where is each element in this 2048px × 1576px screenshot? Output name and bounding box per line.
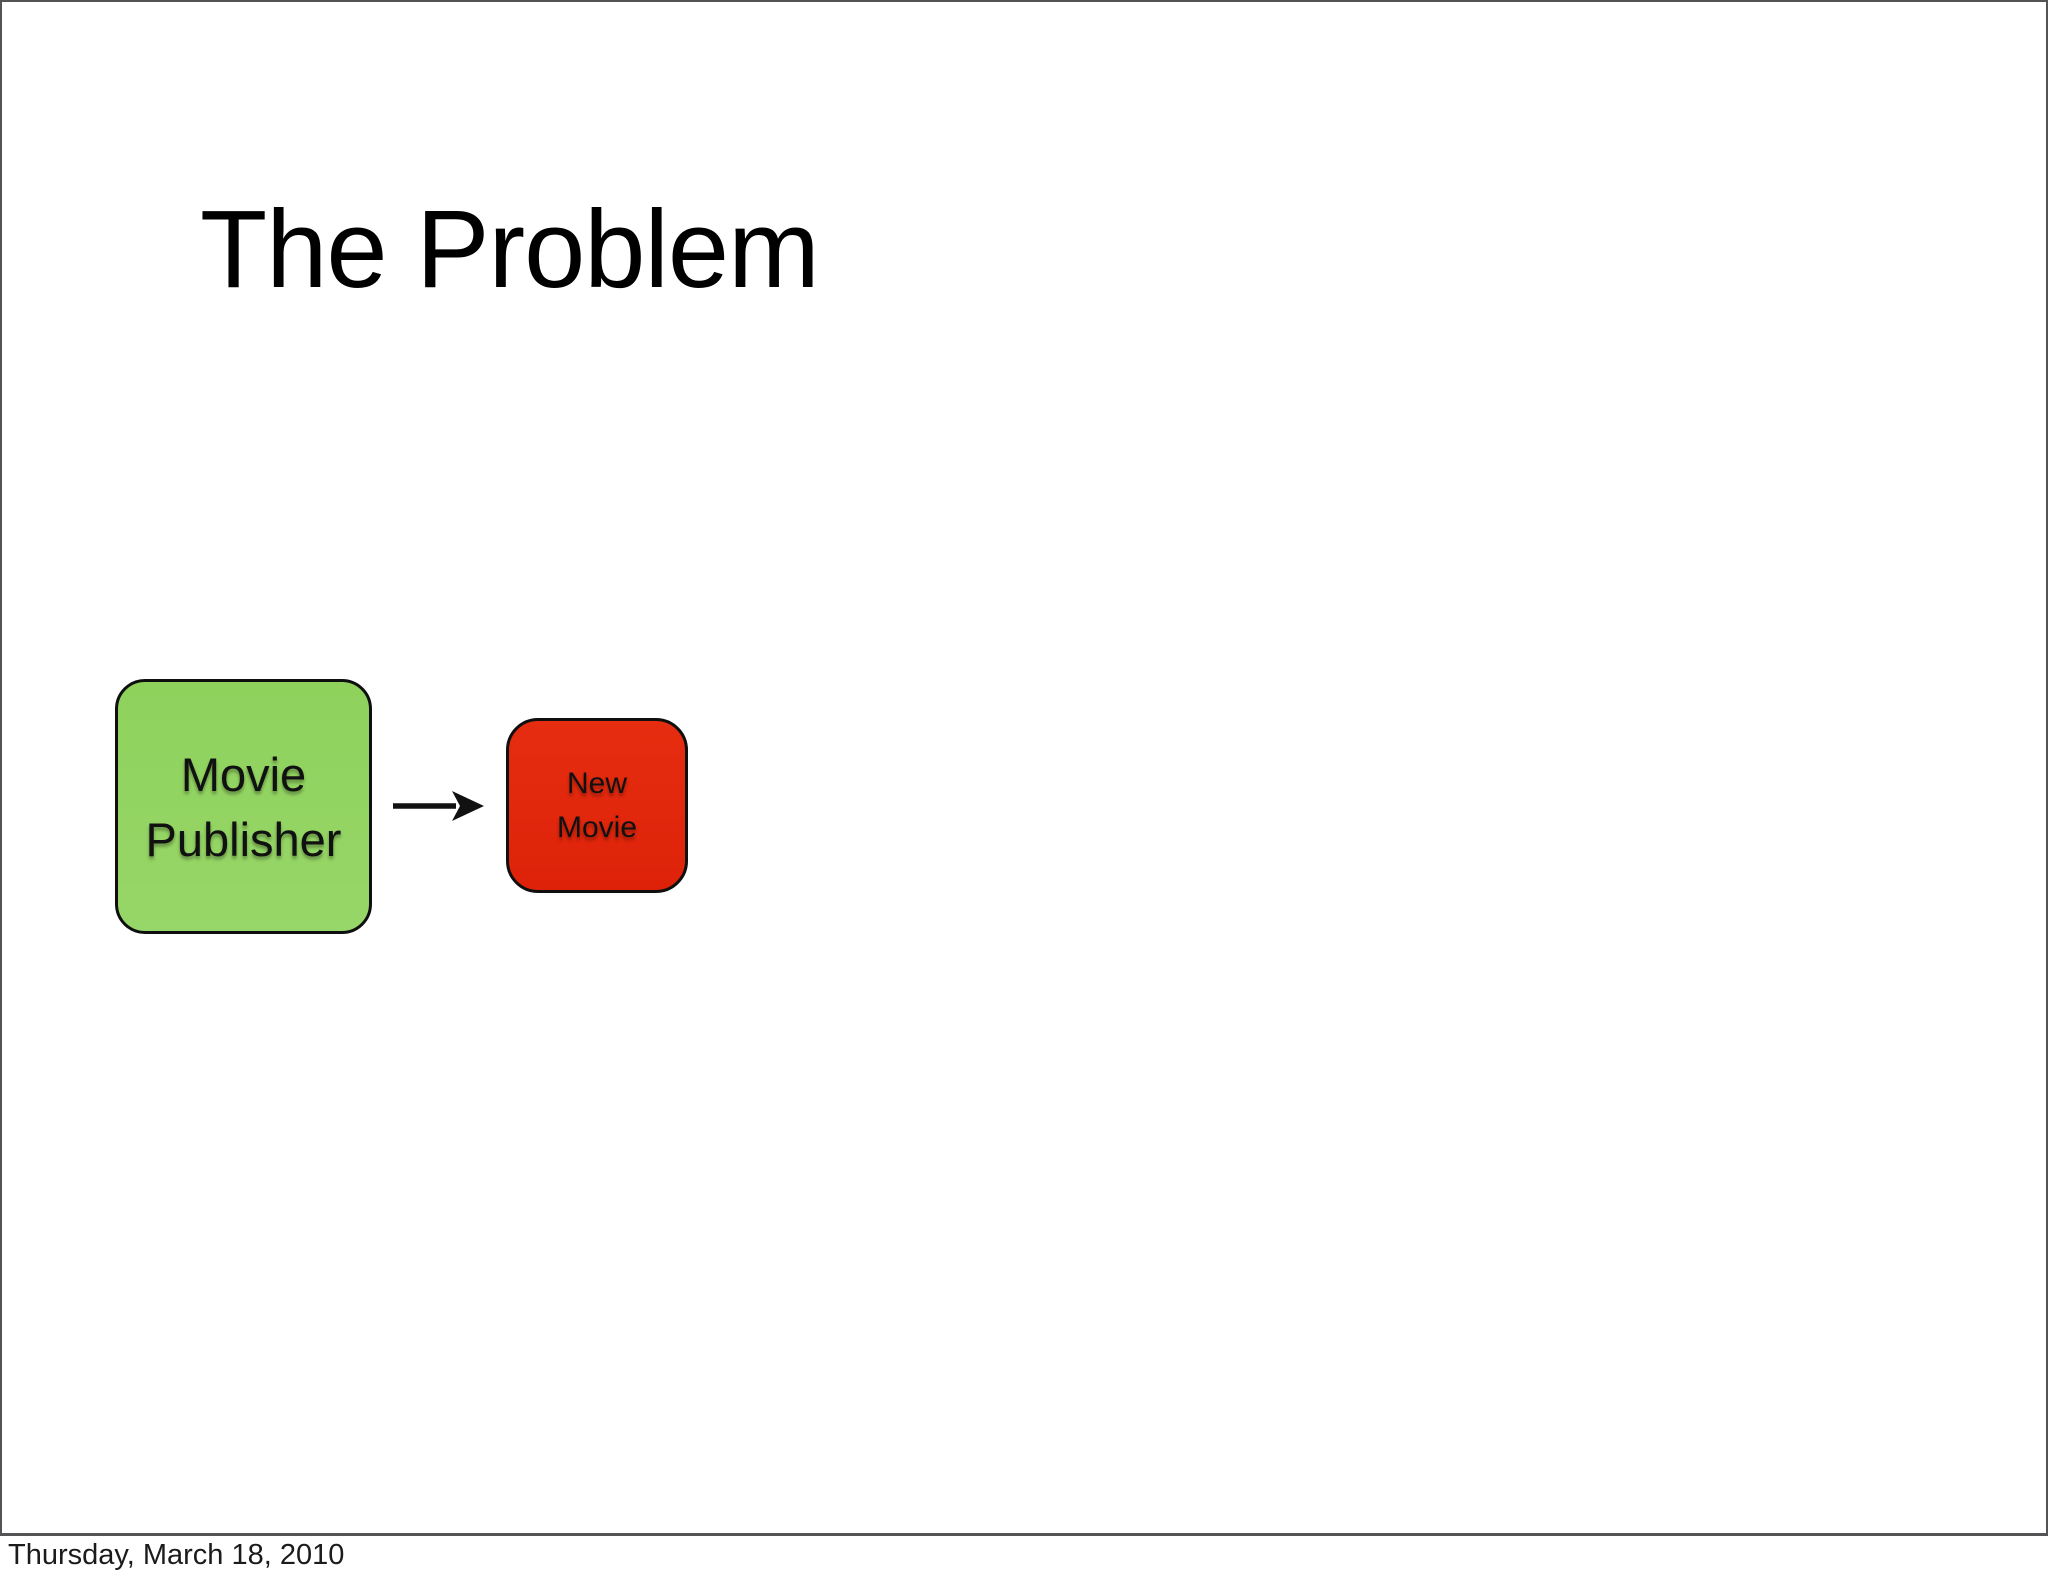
movie-publisher-label-line1: Movie [180, 747, 307, 801]
slide-title: The Problem [200, 188, 820, 311]
new-movie-label-line1: New [566, 766, 627, 800]
new-movie-label-line2: Movie [556, 810, 638, 844]
movie-publisher-node: Movie Publisher [115, 679, 372, 934]
slide-area: The Problem Movie Publisher New Movie [0, 0, 2048, 1536]
flow-arrow-icon [393, 791, 484, 821]
new-movie-node: New Movie [506, 718, 688, 893]
movie-publisher-label-line2: Publisher [145, 812, 342, 866]
footer-date: Thursday, March 18, 2010 [8, 1539, 345, 1571]
